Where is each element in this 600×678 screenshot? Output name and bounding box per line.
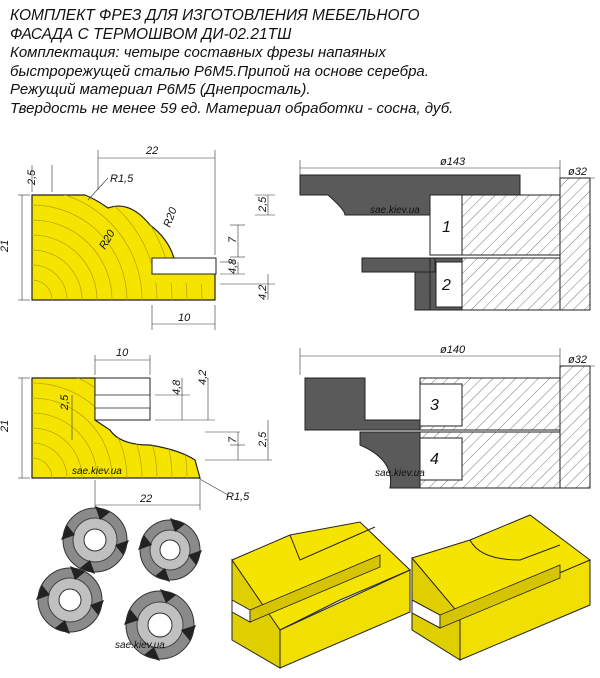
dim-offset-top: 2,5 [26, 169, 38, 186]
wood-body-top [31, 194, 216, 301]
cutter-disc-2 [138, 518, 202, 582]
cutter-top: ø143 ø32 1 2 sae.kiev.ua [299, 156, 595, 311]
render-profile-1 [231, 521, 411, 669]
bore-bottom-cutter [559, 365, 591, 489]
dim-width-top: 22 [145, 145, 158, 157]
dim-bore-top-cutter: ø32 [568, 166, 587, 178]
dim-groove-h-top: 4,8 [227, 258, 239, 274]
dim-left-bottom: 2,5 [59, 394, 71, 411]
dim-radius-b-top: R20 [162, 205, 180, 229]
dim-mid-bottom: 7 [227, 436, 239, 443]
dim-groove-w-bottom: 4,2 [197, 370, 209, 385]
cutter-disc-1 [61, 506, 129, 574]
dim-bottom-top: 10 [178, 312, 191, 324]
cutter-label-1: 1 [442, 219, 451, 236]
render-profile-2 [411, 514, 591, 661]
watermark-bottom-cutter: sae.kiev.ua [375, 468, 425, 479]
dim-groove-top-top: 7 [227, 236, 239, 243]
dimension-lines-bottom [18, 355, 272, 510]
desc-line-1: Комплектация: четыре составных фрезы нап… [10, 44, 386, 61]
desc-line-2: быстрорежущей сталью Р6М5.Припой на осно… [10, 62, 429, 80]
dim-radius-small-top: R1,5 [110, 173, 134, 185]
dimension-lines-top [18, 150, 275, 330]
dim-radius-bottom: R1,5 [226, 491, 250, 503]
dim-bore-bottom-cutter: ø32 [568, 354, 587, 366]
watermark-top-cutter: sae.kiev.ua [370, 205, 420, 216]
dim-right-bottom: 2,5 [257, 431, 269, 448]
cutter-bottom: ø140 ø32 3 4 sae.kiev.ua [299, 344, 595, 489]
dim-height-top: 21 [0, 240, 11, 253]
bore-top-cutter [559, 177, 591, 311]
desc-line-4: Твердость не менее 59 ед. Материал обраб… [10, 99, 454, 117]
dim-groove-w-top: 4,2 [257, 285, 269, 300]
cutter-label-3: 3 [430, 397, 439, 414]
profile-bottom: 10 21 2,5 4,8 4,2 7 2,5 22 R1,5 sae.kiev… [0, 347, 272, 510]
dim-top-bottom: 10 [116, 347, 129, 359]
desc-line-3: Режущий материал Р6М5 (Днепросталь). [10, 81, 311, 98]
dim-groove-h-bottom: 4,8 [171, 379, 183, 395]
title-line-1: КОМПЛЕКТ ФРЕЗ ДЛЯ ИЗГОТОВЛЕНИЯ МЕБЕЛЬНОГ… [10, 7, 420, 24]
cutters-photo: sae.kiev.ua [36, 506, 202, 661]
knife-3 [304, 377, 421, 431]
header: КОМПЛЕКТ ФРЕЗ ДЛЯ ИЗГОТОВЛЕНИЯ МЕБЕЛЬНОГ… [10, 6, 595, 118]
cutter-disc-3 [36, 566, 104, 634]
title-line-2: ФАСАДА С ТЕРМОШВОМ ДИ-02.21ТШ [10, 26, 292, 43]
groove-top [151, 257, 217, 275]
watermark-photo: sae.kiev.ua [115, 640, 165, 651]
dim-right-top-top: 2,5 [257, 196, 269, 213]
dim-height-bottom: 21 [0, 420, 11, 433]
knife-4 [359, 431, 421, 489]
dim-diameter-bottom-cutter: ø140 [440, 344, 466, 356]
cutter-label-4: 4 [430, 451, 439, 468]
groove-slot-bottom [94, 394, 151, 409]
watermark-profile: sae.kiev.ua [72, 466, 122, 477]
cutter-label-2: 2 [441, 277, 451, 294]
dim-width-bottom: 22 [139, 493, 152, 505]
wood-body-bottom [31, 377, 201, 479]
cutter-disc-4 [124, 589, 196, 661]
dim-diameter-top-cutter: ø143 [440, 156, 466, 168]
